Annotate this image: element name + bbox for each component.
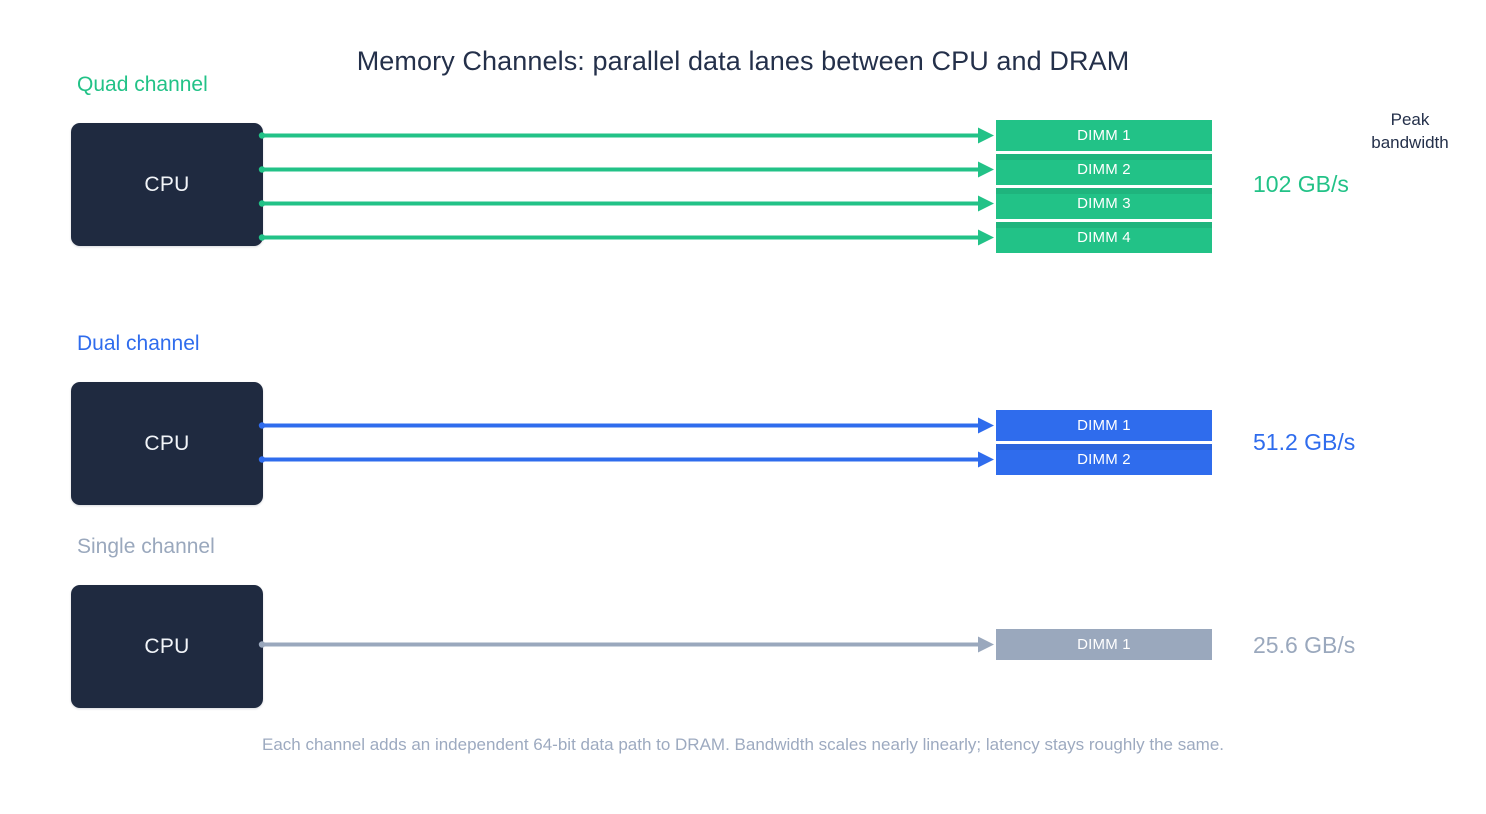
dimm-stack-dual: DIMM 1 DIMM 2	[996, 410, 1212, 475]
dimm-module: DIMM 1	[996, 629, 1212, 660]
bandwidth-value-dual: 51.2 GB/s	[1253, 429, 1356, 455]
bandwidth-value-single: 25.6 GB/s	[1253, 632, 1356, 658]
channel-lane-arrowhead-icon	[978, 229, 994, 246]
cpu-block-single: CPU	[71, 585, 263, 708]
channel-lane-arrowhead-icon	[978, 417, 994, 434]
cpu-label: CPU	[144, 431, 190, 455]
channel-lane-arrowhead-icon	[978, 161, 994, 178]
cpu-label: CPU	[144, 172, 190, 196]
channel-lane-arrowhead-icon	[978, 636, 994, 653]
dimm-stack-single: DIMM 1	[996, 629, 1212, 660]
channel-lane-arrowhead-icon	[978, 127, 994, 144]
dimm-module: DIMM 2	[996, 154, 1212, 185]
channel-lane-arrowhead-icon	[978, 451, 994, 468]
bandwidth-value-quad: 102 GB/s	[1253, 171, 1349, 197]
figure-caption: Each channel adds an independent 64-bit …	[261, 735, 1224, 754]
dimm-module: DIMM 1	[996, 120, 1212, 151]
dimm-module: DIMM 2	[996, 444, 1212, 475]
page-title: Memory Channels: parallel data lanes bet…	[356, 46, 1130, 76]
dimm-module: DIMM 4	[996, 222, 1212, 253]
cpu-block-quad: CPU	[71, 123, 263, 246]
channel-lane-arrowhead-icon	[978, 195, 994, 212]
peak-bandwidth-header: Peak bandwidth	[1330, 108, 1486, 154]
dimm-stack-quad: DIMM 1 DIMM 2 DIMM 3 DIMM 4	[996, 120, 1212, 253]
row-label-single-channel: Single channel	[77, 535, 215, 558]
dimm-module: DIMM 3	[996, 188, 1212, 219]
cpu-label: CPU	[144, 634, 190, 658]
cpu-block-dual: CPU	[71, 382, 263, 505]
peak-bandwidth-line2: bandwidth	[1371, 133, 1449, 152]
dimm-module: DIMM 1	[996, 410, 1212, 441]
row-label-quad-channel: Quad channel	[77, 73, 208, 96]
peak-bandwidth-line1: Peak	[1390, 110, 1430, 129]
row-label-dual-channel: Dual channel	[77, 332, 200, 355]
